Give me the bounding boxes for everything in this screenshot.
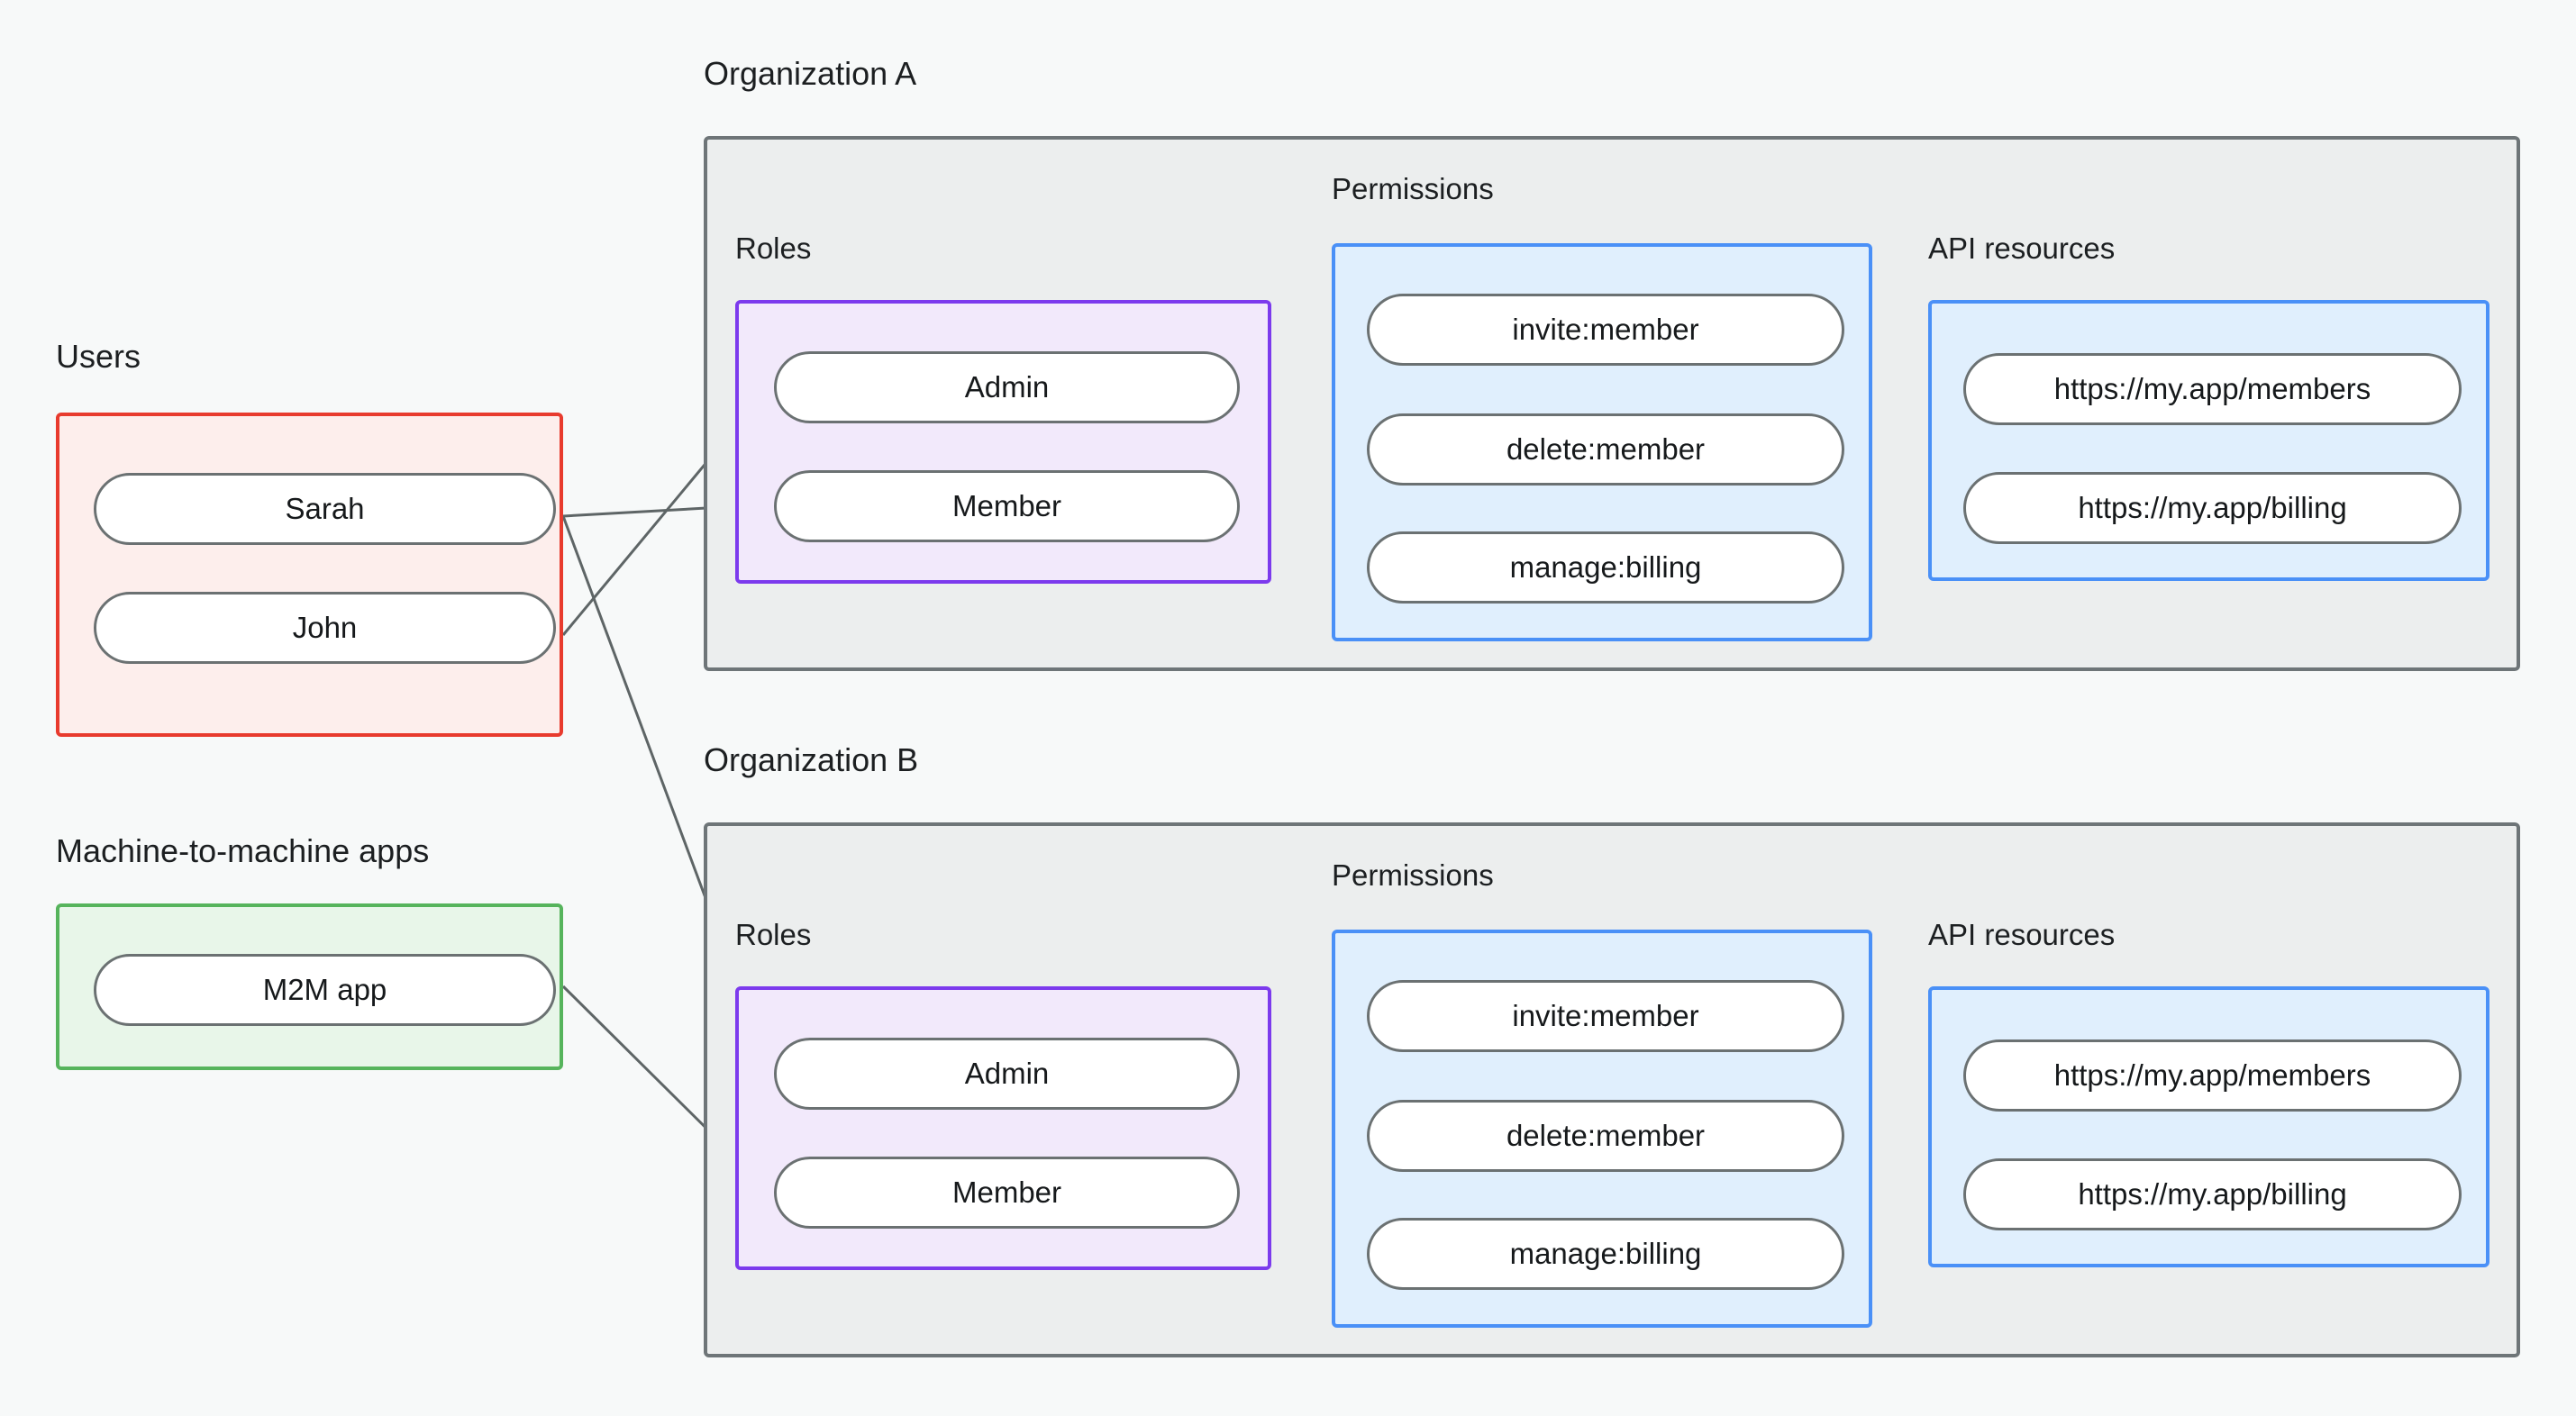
users-group-label: Users <box>56 338 141 375</box>
orgB-api-resource-billing[interactable]: https://my.app/billing <box>1963 1158 2462 1230</box>
users-container: Sarah John <box>56 413 563 737</box>
orgB-roles-container: Admin Member <box>735 986 1271 1270</box>
orgA-permission-manage-billing[interactable]: manage:billing <box>1367 531 1844 604</box>
orgA-roles-container: Admin Member <box>735 300 1271 584</box>
orgA-role-member[interactable]: Member <box>774 470 1240 542</box>
orgA-permission-invite-member[interactable]: invite:member <box>1367 294 1844 366</box>
orgA-permission-delete-member[interactable]: delete:member <box>1367 413 1844 486</box>
orgA-role-admin[interactable]: Admin <box>774 351 1240 423</box>
user-node-john[interactable]: John <box>94 592 556 664</box>
orgA-roles-label: Roles <box>735 231 812 265</box>
organization-a-label: Organization A <box>704 55 917 92</box>
orgB-permission-invite-member[interactable]: invite:member <box>1367 980 1844 1052</box>
orgB-permission-manage-billing[interactable]: manage:billing <box>1367 1218 1844 1290</box>
orgB-api-resources-container: https://my.app/members https://my.app/bi… <box>1928 986 2490 1267</box>
organization-b-label: Organization B <box>704 741 919 778</box>
orgA-api-resources-label: API resources <box>1928 231 2116 265</box>
orgA-api-resource-members[interactable]: https://my.app/members <box>1963 353 2462 425</box>
m2m-group-label: Machine-to-machine apps <box>56 832 430 869</box>
orgA-permissions-label: Permissions <box>1332 172 1494 205</box>
m2m-container: M2M app <box>56 903 563 1070</box>
user-node-sarah[interactable]: Sarah <box>94 473 556 545</box>
orgB-permissions-label: Permissions <box>1332 858 1494 892</box>
m2m-node-app[interactable]: M2M app <box>94 954 556 1026</box>
orgB-api-resources-label: API resources <box>1928 918 2116 951</box>
orgA-permissions-container: invite:member delete:member manage:billi… <box>1332 243 1872 641</box>
orgA-api-resource-billing[interactable]: https://my.app/billing <box>1963 472 2462 544</box>
orgB-api-resource-members[interactable]: https://my.app/members <box>1963 1039 2462 1112</box>
orgB-permission-delete-member[interactable]: delete:member <box>1367 1100 1844 1172</box>
orgA-api-resources-container: https://my.app/members https://my.app/bi… <box>1928 300 2490 581</box>
orgB-role-admin[interactable]: Admin <box>774 1038 1240 1110</box>
orgB-permissions-container: invite:member delete:member manage:billi… <box>1332 930 1872 1328</box>
orgB-role-member[interactable]: Member <box>774 1157 1240 1229</box>
orgB-roles-label: Roles <box>735 918 812 951</box>
